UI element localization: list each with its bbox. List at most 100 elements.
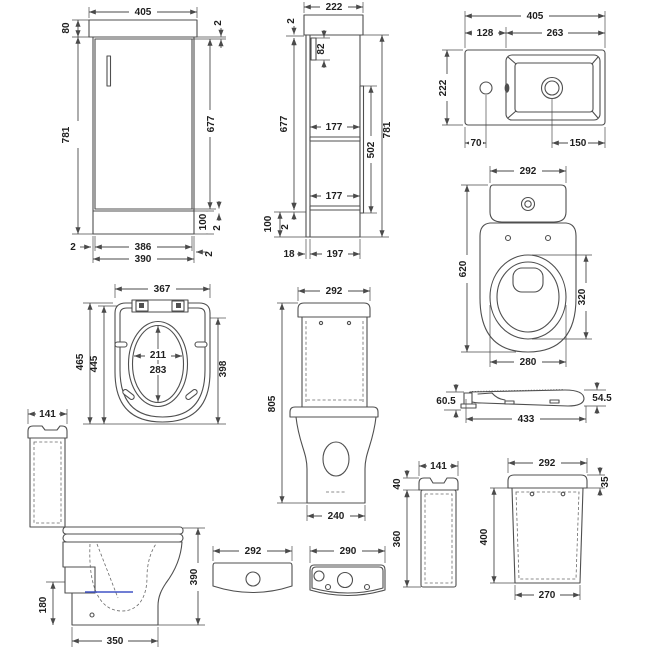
view-cistern-side: 141 40 360 xyxy=(392,460,459,588)
hinge-pin-left xyxy=(139,303,144,308)
dim-side-plinth: 100 xyxy=(263,215,274,232)
shelf-lower xyxy=(309,205,361,211)
outlet-front xyxy=(322,441,350,477)
cistern-side-lid xyxy=(418,477,459,491)
seat-side-geometry xyxy=(460,389,585,409)
dim-vanity-depth: 222 xyxy=(326,2,343,13)
dim-opening-length: 283 xyxy=(150,365,167,376)
dim-side-height: 781 xyxy=(382,121,393,138)
view-pan-plan: 292 620 320 280 xyxy=(458,165,592,368)
toilet-side-geometry xyxy=(27,425,184,626)
door-panel-side xyxy=(359,85,365,214)
dim-shelf-lower: 177 xyxy=(326,191,343,202)
dim-side-top-gap: 2 xyxy=(286,18,297,24)
toilet-front-dimensions: 292 805 240 xyxy=(267,285,371,522)
pan-profile xyxy=(62,541,183,626)
water-surface xyxy=(512,267,544,293)
dim-door-length: 502 xyxy=(366,141,377,158)
dim-underside-width: 290 xyxy=(340,546,357,557)
vanity-plan-geometry xyxy=(464,49,606,126)
dim-door-gap: 2 xyxy=(212,225,223,231)
pan-plan-geometry xyxy=(479,184,577,353)
cistern-front-geometry xyxy=(507,474,588,584)
dim-right-gap: 2 xyxy=(204,251,215,257)
cistern-side-geometry xyxy=(418,477,459,588)
dim-seat-hinge-height: 60.5 xyxy=(436,396,456,407)
view-seat-side: 60.5 54.5 433 xyxy=(436,382,612,425)
seat-side-dimensions: 60.5 54.5 433 xyxy=(436,382,612,425)
fixing-left xyxy=(318,320,324,326)
door-handle xyxy=(106,55,112,87)
shelf-upper xyxy=(309,136,361,142)
view-cistern-lid-plan: 292 xyxy=(212,545,293,594)
dim-waste-centre: 150 xyxy=(570,138,587,149)
seat-profile xyxy=(465,389,585,407)
dim-cistern-front-body: 400 xyxy=(479,528,490,545)
dim-seat-side-length: 433 xyxy=(518,414,535,425)
cistern-lid-front xyxy=(297,302,371,318)
hinge-post xyxy=(463,392,473,406)
dim-plan-width: 405 xyxy=(527,11,544,22)
flush-button-inner xyxy=(524,200,532,208)
cistern-side-dimensions: 141 40 360 xyxy=(392,460,459,588)
dim-back-gap: 18 xyxy=(283,249,295,260)
hinge-foot xyxy=(460,403,477,409)
cistern-body-side xyxy=(29,437,66,528)
button-hole xyxy=(245,571,261,587)
dim-toilet-height: 805 xyxy=(267,395,278,412)
dim-carcass-width: 386 xyxy=(135,242,152,253)
dim-seat-width: 367 xyxy=(154,284,171,295)
tap-hole xyxy=(479,81,493,95)
dim-cistern-side-depth: 141 xyxy=(430,461,447,472)
seat-ring-side xyxy=(62,533,184,543)
dim-plan-depth: 222 xyxy=(438,79,449,96)
dim-tap-centre: 70 xyxy=(470,138,482,149)
lid-fixing-left xyxy=(529,491,535,497)
dim-worktop-height: 80 xyxy=(61,22,72,34)
hinge-hole-left xyxy=(504,234,512,242)
flush-valve-hole xyxy=(336,571,354,589)
waste-inner xyxy=(544,80,560,96)
vanity-plan-dimensions: 405 128 263 222 70 150 xyxy=(438,10,606,149)
dim-toilet-width: 292 xyxy=(326,286,343,297)
dim-left-gap: 2 xyxy=(70,242,76,253)
dim-pan-front-width: 280 xyxy=(520,357,537,368)
dim-cistern-depth-side: 141 xyxy=(39,409,56,420)
dim-pan-depth: 350 xyxy=(107,636,124,647)
hinge-pin-right xyxy=(176,303,181,308)
vanity-side-geometry xyxy=(303,14,365,238)
view-vanity-side: 222 2 677 100 2 82 177 177 502 781 18 xyxy=(263,1,393,260)
bolt-hole-left xyxy=(324,583,332,591)
dim-cistern-front-width: 292 xyxy=(539,458,556,469)
dim-side-door-height: 677 xyxy=(279,115,290,132)
dim-seat-opening: 320 xyxy=(577,288,588,305)
dim-trap-height: 180 xyxy=(38,596,49,613)
view-vanity-plan: 405 128 263 222 70 150 xyxy=(438,10,606,149)
cistern-front-lid xyxy=(507,474,588,489)
hinge-hole-right xyxy=(544,234,552,242)
fixing-hole-side xyxy=(89,612,95,618)
view-cistern-front: 292 35 400 270 xyxy=(479,457,611,601)
fixing-right xyxy=(346,320,352,326)
view-cistern-underside: 290 xyxy=(309,545,386,596)
cistern-lid-dimensions: 292 xyxy=(212,545,293,561)
cistern-front-body xyxy=(511,487,584,584)
bumper-lower-right xyxy=(185,388,198,401)
dim-ring-length: 445 xyxy=(89,355,100,372)
worktop-side xyxy=(303,14,364,36)
dim-base-width: 390 xyxy=(135,254,152,265)
wall-bracket xyxy=(310,37,317,61)
seat-plan-geometry xyxy=(114,299,211,423)
seat-inner-edge xyxy=(119,307,206,418)
bumper-lower-left xyxy=(122,388,135,401)
dim-cistern-side-body: 360 xyxy=(392,530,403,547)
cistern-lid-side xyxy=(27,425,68,439)
dim-door-height: 677 xyxy=(206,115,217,132)
vanity-side-dimensions: 222 2 677 100 2 82 177 177 502 781 18 xyxy=(263,1,393,260)
lid-fixing-right xyxy=(560,491,566,497)
dim-side-door-gap: 2 xyxy=(280,224,291,230)
dim-lid-plan-width: 292 xyxy=(245,546,262,557)
dim-toilet-base: 240 xyxy=(328,511,345,522)
dim-carcass-depth: 197 xyxy=(327,249,344,260)
